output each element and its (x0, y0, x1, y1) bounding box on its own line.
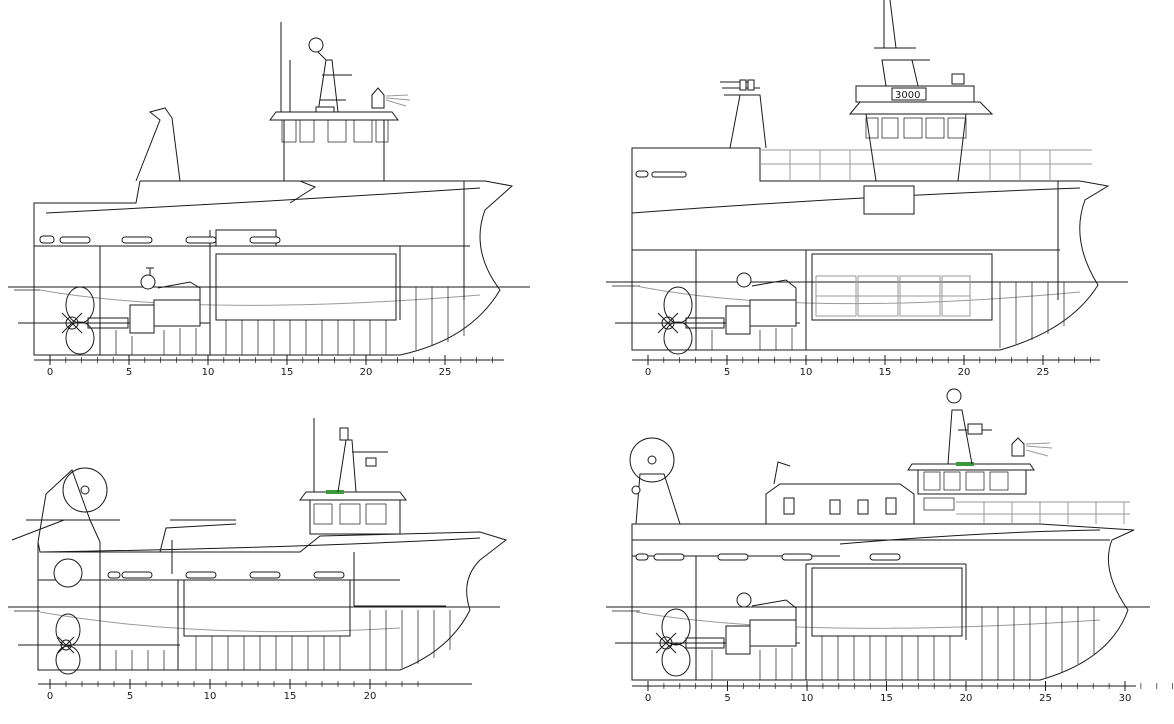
scale-tick-label: 0 (645, 693, 651, 704)
scale-tick-label: 10 (800, 367, 813, 378)
scale-tick-label: 10 (204, 691, 217, 702)
green-marker-bottom-right (956, 462, 974, 466)
ship-drawing-top-right: 3000 (606, 0, 1128, 361)
scale-tick-label: 20 (960, 693, 973, 704)
ship-drawing-bottom-right (606, 388, 1150, 687)
scale-tick-label: 15 (880, 693, 893, 704)
scale-tick-label: 20 (958, 367, 971, 378)
scale-tick-label: 10 (202, 367, 215, 378)
fish-hold-boxes (815, 275, 971, 317)
hull-number-label: 3000 (895, 90, 920, 101)
frame-marks-top-left (115, 287, 465, 355)
scale-tick-label: 15 (879, 367, 892, 378)
scale-tick-label: 25 (439, 367, 452, 378)
scale-tick-label: 5 (126, 367, 132, 378)
green-marker (326, 490, 344, 494)
scale-tick-label: 0 (47, 691, 53, 702)
scale-tick-label: 15 (284, 691, 297, 702)
scale-tick-label: 15 (281, 367, 294, 378)
deck-railing-bottom-right (956, 501, 1130, 524)
scale-tick-label: 30 (1119, 693, 1132, 704)
scale-tick-label: 5 (724, 693, 730, 704)
scale-tick-label: 5 (127, 691, 133, 702)
frame-marks-top-right (711, 282, 1065, 350)
scale-tick-label: 0 (47, 367, 53, 378)
ship-drawing-bottom-left (8, 418, 508, 685)
scale-tick-label: 0 (645, 367, 651, 378)
frame-marks-bottom-left (115, 610, 451, 670)
deck-railing (760, 149, 1092, 181)
scale-tick-label: 10 (801, 693, 814, 704)
ship-drawing-top-left (8, 22, 530, 361)
scale-tick-label: 25 (1037, 367, 1050, 378)
scale-tick-label: 25 (1039, 693, 1052, 704)
frame-marks-bottom-right (711, 607, 1095, 680)
scale-tick-label: 20 (360, 367, 373, 378)
scale-tick-label: 20 (364, 691, 377, 702)
scale-tick-labels: 0 5 10 15 20 25 0 5 10 15 20 25 0 5 10 15 20 0 5 10 15 20 25 30 (47, 355, 1174, 704)
scale-tick-label: 5 (724, 367, 730, 378)
